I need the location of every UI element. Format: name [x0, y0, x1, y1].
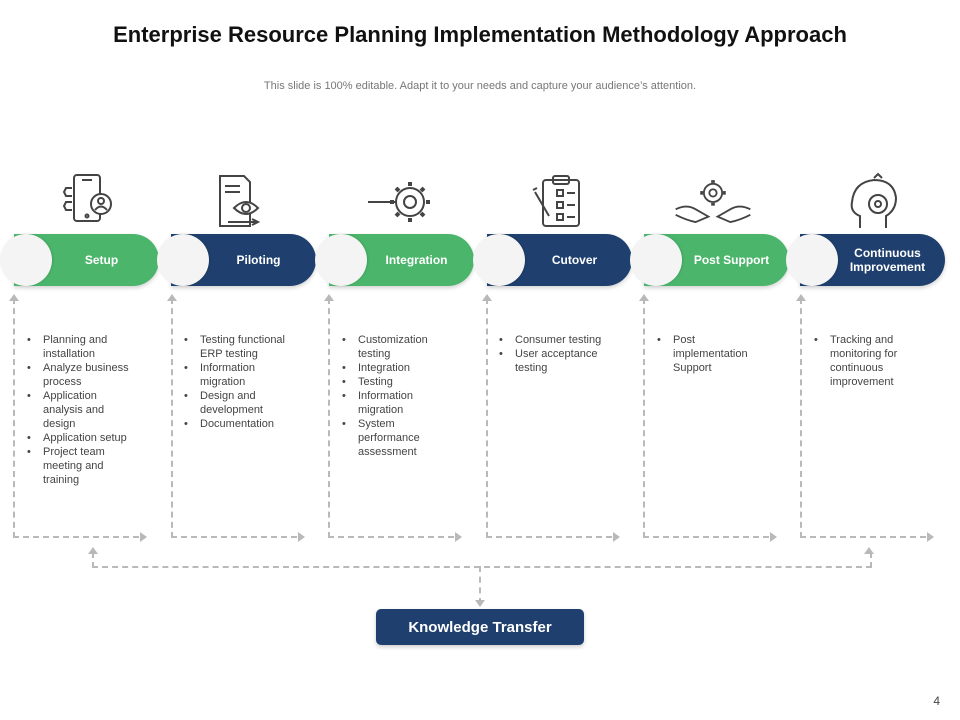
phase-label: Piloting	[236, 253, 281, 267]
phase-pill-setup[interactable]: Setup	[0, 234, 159, 286]
phase-items-list: Tracking and monitoring for continuous i…	[812, 333, 922, 389]
list-item: Information migration	[182, 361, 292, 389]
dashed-bracket	[324, 294, 462, 542]
phase-pill-piloting[interactable]: Piloting	[157, 234, 316, 286]
arrow-right-icon	[298, 532, 305, 542]
knowledge-transfer-box[interactable]: Knowledge Transfer	[376, 609, 584, 645]
slide-title: Enterprise Resource Planning Implementat…	[113, 22, 847, 47]
phase-pill-cutover[interactable]: Cutover	[473, 234, 632, 286]
arrow-up-icon	[639, 294, 649, 301]
phase-label: Post Support	[693, 253, 770, 267]
list-item: Integration	[340, 361, 450, 375]
arrow-up-icon	[88, 547, 98, 554]
dashed-bracket	[167, 294, 305, 542]
phase-label: Setup	[84, 253, 119, 267]
head-gear-icon	[840, 172, 910, 232]
list-item: Consumer testing	[497, 333, 607, 347]
phase-label: Integration	[385, 253, 448, 267]
list-item: Application analysis and design	[25, 389, 135, 431]
dashed-bracket	[9, 294, 147, 542]
dashed-bracket	[482, 294, 620, 542]
phase-pill-post-support[interactable]: Post Support	[630, 234, 789, 286]
list-item: Testing functional ERP testing	[182, 333, 292, 361]
mobile-user-icon	[52, 172, 122, 232]
phase-items-list: Post implementation Support	[655, 333, 765, 375]
list-item: Design and development	[182, 389, 292, 417]
list-item: Planning and installation	[25, 333, 135, 361]
arrow-up-icon	[796, 294, 806, 301]
phase-items-list: Testing functional ERP testing Informati…	[182, 333, 292, 431]
slide-subtitle: This slide is 100% editable. Adapt it to…	[263, 80, 697, 92]
phase-label: Continuous Improvement	[849, 246, 926, 274]
dashed-bracket	[796, 294, 934, 542]
arrow-up-icon	[9, 294, 19, 301]
arrow-right-icon	[140, 532, 147, 542]
phase-label: Cutover	[551, 253, 598, 267]
list-item: System performance assessment	[340, 417, 450, 459]
phase-items-list: Customization testing Integration Testin…	[340, 333, 450, 459]
page-number: 4	[933, 694, 940, 708]
phase-pill-continuous-improvement[interactable]: Continuous Improvement	[786, 234, 945, 286]
list-item: Post implementation Support	[655, 333, 765, 375]
list-item: Customization testing	[340, 333, 450, 361]
list-item: Documentation	[182, 417, 292, 431]
arrow-right-icon	[770, 532, 777, 542]
list-item: User acceptance testing	[497, 347, 607, 375]
arrow-up-icon	[167, 294, 177, 301]
feedback-connector	[92, 552, 872, 568]
list-item: Project team meeting and training	[25, 445, 135, 487]
checklist-icon	[525, 172, 595, 232]
list-item: Analyze business process	[25, 361, 135, 389]
arrow-right-icon	[613, 532, 620, 542]
arrow-up-icon	[324, 294, 334, 301]
list-item: Testing	[340, 375, 450, 389]
dashed-bracket	[639, 294, 777, 542]
knowledge-connector-stem	[479, 566, 481, 604]
list-item: Application setup	[25, 431, 135, 445]
arrow-up-icon	[482, 294, 492, 301]
document-eye-pen-icon	[208, 172, 278, 232]
list-item: Information migration	[340, 389, 450, 417]
arrow-right-icon	[455, 532, 462, 542]
phase-items-list: Consumer testing User acceptance testing	[497, 333, 607, 375]
gear-pin-icon	[366, 172, 436, 232]
list-item: Tracking and monitoring for continuous i…	[812, 333, 922, 389]
arrow-down-icon	[475, 600, 485, 607]
arrow-right-icon	[927, 532, 934, 542]
hands-gear-icon	[675, 172, 751, 232]
arrow-up-icon	[864, 547, 874, 554]
phase-pill-integration[interactable]: Integration	[315, 234, 474, 286]
phase-items-list: Planning and installation Analyze busine…	[25, 333, 135, 487]
